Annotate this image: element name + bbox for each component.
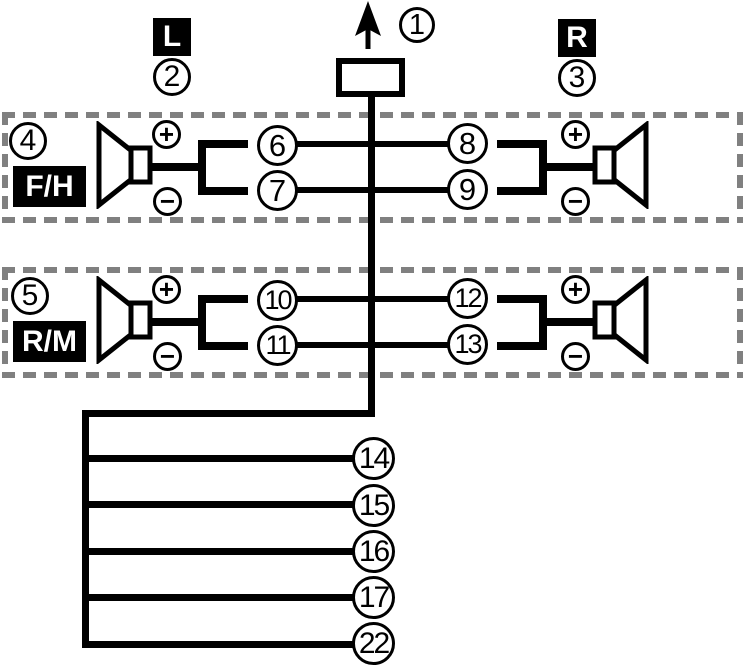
wire-number-15-text: 15 [358, 488, 390, 522]
harness-branch [85, 501, 353, 508]
plus-terminal: + [561, 275, 590, 304]
wire-number-9-text: 9 [458, 172, 477, 207]
wire-number-12: 12 [447, 278, 488, 319]
wire-number-15: 15 [352, 484, 395, 527]
speaker-wire [148, 163, 202, 171]
fh-section-badge: F/H [13, 166, 86, 207]
wire-bracket [198, 295, 248, 303]
speaker-icon [592, 121, 649, 209]
right-channel-number-text: 3 [568, 61, 586, 94]
wire-number-11-text: 11 [265, 330, 291, 360]
speaker-wire [148, 318, 202, 326]
left-channel-number: 2 [153, 58, 191, 96]
wire-bracket [497, 187, 547, 195]
wire-number-7: 7 [257, 170, 298, 211]
wire-number-8: 8 [447, 123, 488, 164]
signal-wire [297, 342, 448, 348]
wire-bracket [497, 342, 547, 350]
wire-number-13-text: 13 [454, 329, 482, 359]
wire-bracket [539, 295, 547, 350]
up-arrow-icon [355, 1, 381, 49]
signal-wire [297, 141, 448, 147]
left-channel-number-text: 2 [163, 60, 181, 93]
speaker-icon [592, 276, 649, 364]
harness-branch [85, 548, 353, 555]
speaker-icon [96, 121, 153, 209]
wire-bracket [198, 295, 206, 350]
speaker-wire [545, 318, 597, 326]
rm-section-number: 5 [11, 277, 49, 315]
antenna-connector [336, 58, 405, 97]
wire-number-11: 11 [257, 325, 298, 366]
wire-bracket [198, 187, 248, 195]
signal-wire [297, 296, 448, 302]
minus-terminal: − [153, 187, 182, 216]
wire-number-16-text: 16 [358, 534, 390, 568]
rm-section-number-text: 5 [21, 279, 39, 312]
plus-terminal: + [561, 120, 590, 149]
antenna-wire-number-text: 1 [408, 8, 426, 41]
wire-number-10-text: 10 [264, 285, 292, 315]
antenna-wire-number: 1 [399, 7, 435, 43]
wire-number-16: 16 [352, 530, 395, 573]
fh-section-number: 4 [9, 122, 47, 160]
wire-number-17: 17 [352, 576, 395, 619]
wire-bracket [198, 140, 206, 195]
wire-number-10: 10 [257, 280, 298, 321]
harness-trunk [82, 410, 89, 648]
wire-number-12-text: 12 [454, 283, 482, 313]
rm-section-badge: R/M [13, 321, 86, 362]
wire-number-6-text: 6 [268, 128, 287, 163]
wire-bracket [198, 342, 248, 350]
wire-number-9: 9 [447, 169, 488, 210]
wire-number-22: 22 [352, 622, 395, 665]
wire-bracket [198, 140, 248, 148]
wire-number-13: 13 [447, 324, 488, 365]
wire-bracket [497, 295, 547, 303]
wire-number-14: 14 [352, 437, 395, 480]
wire-number-22-text: 22 [358, 626, 390, 660]
plus-terminal: + [152, 275, 181, 304]
center-lead-wire [368, 94, 375, 417]
minus-terminal: − [561, 187, 590, 216]
wire-number-17-text: 17 [358, 580, 390, 614]
wire-number-14-text: 14 [358, 441, 390, 475]
wire-bracket [539, 140, 547, 195]
speaker-icon [96, 276, 153, 364]
right-channel-number: 3 [558, 59, 596, 97]
minus-terminal: − [561, 342, 590, 371]
harness-branch [85, 594, 353, 601]
harness-crossbar [82, 410, 375, 417]
plus-terminal: + [152, 120, 181, 149]
wire-number-7-text: 7 [268, 173, 287, 208]
right-channel-badge: R [558, 19, 596, 57]
wire-number-8-text: 8 [458, 126, 477, 161]
left-channel-badge: L [153, 18, 191, 56]
wire-bracket [497, 140, 547, 148]
wire-number-6: 6 [257, 125, 298, 166]
minus-terminal: − [153, 342, 182, 371]
harness-branch [85, 455, 353, 462]
signal-wire [297, 187, 448, 193]
speaker-wire [545, 163, 597, 171]
fh-section-number-text: 4 [19, 124, 37, 157]
harness-branch [85, 641, 353, 648]
